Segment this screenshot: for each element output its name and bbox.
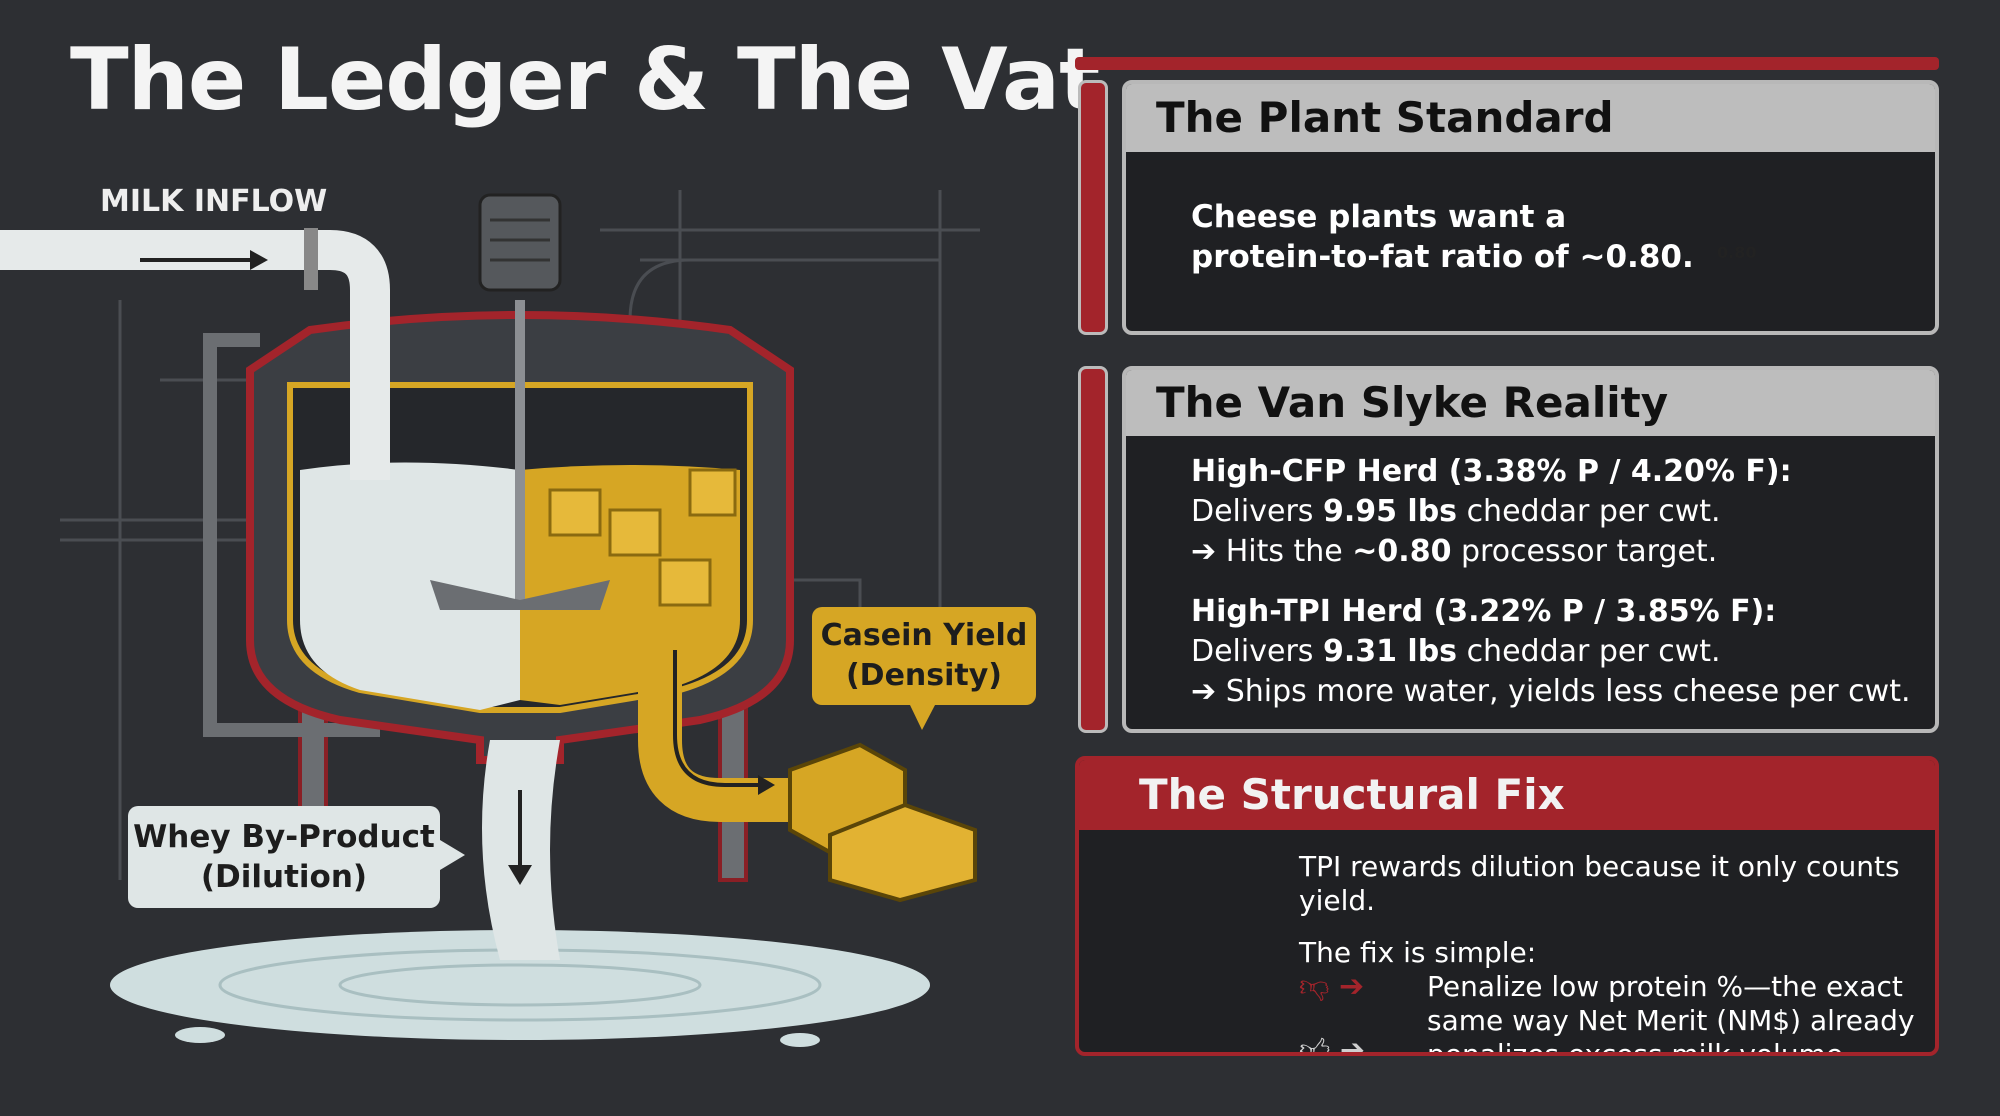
tpi-pre: Delivers: [1191, 634, 1323, 669]
arrow-right-icon: ➔: [1191, 674, 1226, 709]
cheese-blocks: [788, 742, 977, 903]
whey-label-line1: Whey By-Product: [133, 819, 435, 855]
whey-byproduct-callout: Whey By-Product (Dilution): [128, 806, 440, 908]
scale-value-label: 0.80: [1717, 243, 1757, 262]
plant-standard-heading: The Plant Standard: [1126, 84, 1935, 152]
thumbs-up-icon: 👍︎ ➔: [1299, 1033, 1366, 1056]
thumbs-down-icon: 👎︎ ➔: [1299, 969, 1365, 1004]
cfp-arrow-pre: Hits the: [1225, 534, 1353, 569]
fix-bullet2: same way Net Merit (NM$) already: [1427, 1004, 1915, 1037]
cfp-target-value: ~0.80: [1352, 534, 1452, 569]
plant-standard-line2: protein-to-fat ratio of ~0.80.: [1191, 239, 1694, 275]
tpi-herd-title: High-TPI Herd (3.22% P / 3.85% F):: [1191, 594, 1777, 629]
cfp-yield-line: Delivers 9.95 lbs cheddar per cwt.: [1191, 492, 1935, 532]
fix-line2: The fix is simple:: [1299, 936, 1537, 969]
plant-standard-accent: [1078, 80, 1108, 335]
van-slyke-heading: The Van Slyke Reality: [1126, 370, 1935, 436]
cheese-output-pipe: [638, 640, 790, 822]
casein-label-line2: (Density): [845, 658, 1003, 693]
fix-bullet1: Penalize low protein %—the exact: [1427, 970, 1903, 1003]
structural-fix-panel: The Structural Fix TPI rewards dilution …: [1075, 756, 1939, 1056]
accent-bar: [1075, 57, 1939, 70]
arrow-right-icon: ➔: [1191, 534, 1226, 569]
casein-yield-callout: Casein Yield (Density): [812, 607, 1036, 705]
cfp-pre: Delivers: [1191, 494, 1323, 529]
cfp-herd-title: High-CFP Herd (3.38% P / 4.20% F):: [1191, 454, 1792, 489]
tpi-result-line: ➔ Ships more water, yields less cheese p…: [1191, 672, 1935, 712]
cfp-yield-value: 9.95 lbs: [1322, 494, 1458, 529]
structural-fix-heading: The Structural Fix: [1079, 760, 1935, 830]
tpi-yield-value: 9.31 lbs: [1322, 634, 1458, 669]
tpi-yield-line: Delivers 9.31 lbs cheddar per cwt.: [1191, 632, 1935, 672]
fix-bullet3: penalizes excess milk volume.: [1427, 1038, 1852, 1056]
fix-line1: TPI rewards dilution because it only cou…: [1299, 850, 1900, 917]
casein-label-line1: Casein Yield: [820, 618, 1028, 653]
cfp-result-line: ➔ Hits the ~0.80 processor target.: [1191, 532, 1935, 572]
motor: [478, 193, 562, 292]
plant-standard-panel: The Plant Standard Cheese plants want a …: [1122, 80, 1939, 335]
milk-inflow-label: MILK INFLOW: [100, 184, 328, 219]
page-title: The Ledger & The Vat: [70, 30, 1100, 130]
whey-label-line2: (Dilution): [200, 859, 368, 895]
cfp-arrow-post: processor target.: [1451, 534, 1718, 569]
van-slyke-accent: [1078, 366, 1108, 733]
cfp-post: cheddar per cwt.: [1457, 494, 1721, 529]
milk-inflow-pipe: [0, 230, 390, 480]
tpi-arrow-text: Ships more water, yields less cheese per…: [1225, 674, 1911, 709]
van-slyke-panel: The Van Slyke Reality High-CFP Herd (3.3…: [1122, 366, 1939, 733]
tpi-post: cheddar per cwt.: [1457, 634, 1721, 669]
whey-puddle: [110, 930, 930, 1040]
plant-standard-line1: Cheese plants want a: [1191, 199, 1567, 235]
